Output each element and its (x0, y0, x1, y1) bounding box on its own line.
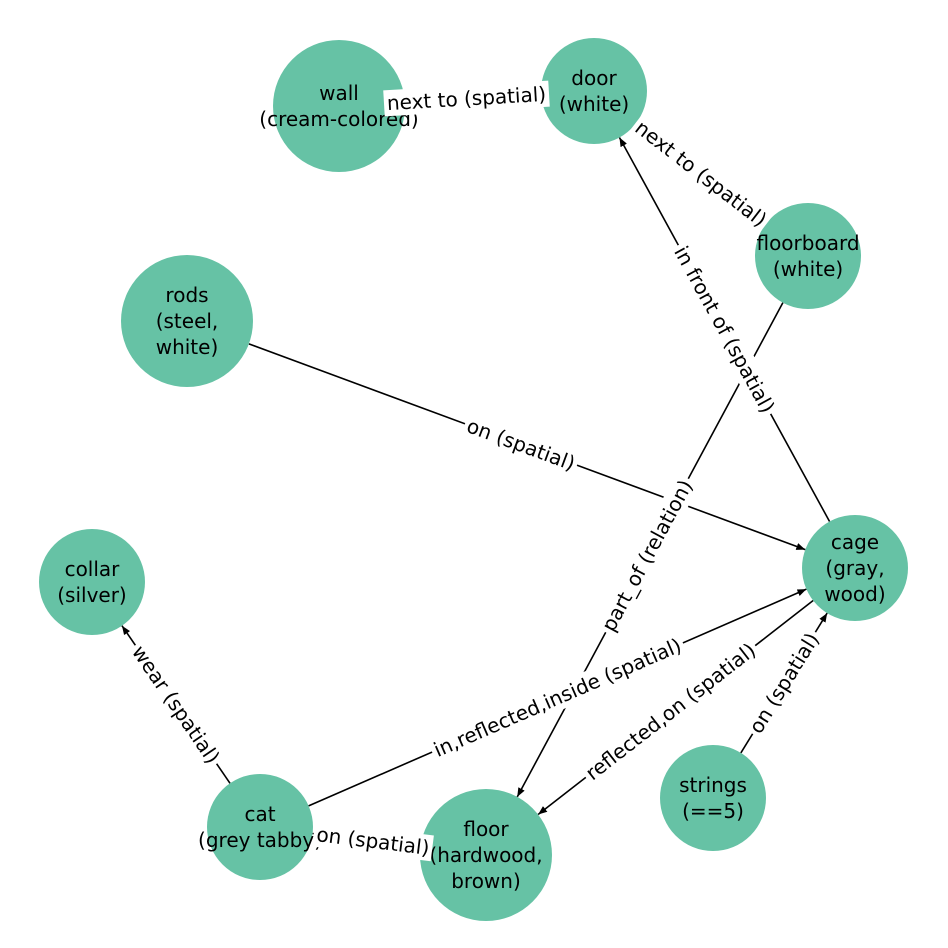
edge-label-cat-floor: on (spatial) (312, 820, 434, 862)
node-label-strings: strings (679, 773, 747, 797)
edge-label-background (627, 112, 775, 235)
node-label-rods: (steel, (156, 309, 219, 333)
edge-label-background (741, 625, 827, 741)
edge-label-floorboard-floor: part_of (relation) (594, 472, 700, 639)
node-circle-rods (121, 255, 253, 387)
node-wall: wall(cream-colored) (259, 40, 419, 172)
edge-label-rods-cage: on (spatial) (460, 411, 582, 478)
node-label-cage: cage (831, 530, 879, 554)
edge-label-door-floorboard: next to (spatial) (627, 112, 775, 235)
edge-label-text: on (spatial) (464, 414, 579, 476)
node-label-cat: cat (244, 802, 275, 826)
node-cat: cat(grey tabby) (198, 774, 322, 880)
node-label-cat: (grey tabby) (198, 828, 322, 852)
node-label-strings: (==5) (682, 799, 744, 823)
nodes-layer: wall(cream-colored)door(white)floorboard… (39, 38, 908, 921)
node-label-rods: white) (156, 335, 219, 359)
edge-label-text: next to (spatial) (386, 82, 546, 115)
node-label-door: door (571, 66, 617, 90)
node-strings: strings(==5) (660, 745, 766, 851)
node-circle-cat (207, 774, 313, 880)
node-label-rods: rods (165, 283, 208, 307)
edge-label-background (124, 637, 228, 772)
node-circle-floorboard (755, 203, 861, 309)
node-label-floor: brown) (451, 869, 521, 893)
edge-label-wall-door: next to (spatial) (383, 80, 550, 117)
node-circle-door (541, 38, 647, 144)
node-door: door(white) (541, 38, 647, 144)
edge-label-text: part_of (relation) (597, 476, 698, 636)
edge-label-background (577, 635, 764, 788)
edge-labels-layer: next to (spatial)next to (spatial)in fro… (124, 80, 827, 862)
node-rods: rods(steel,white) (121, 255, 253, 387)
node-floorboard: floorboard(white) (755, 203, 861, 309)
node-label-floorboard: (white) (773, 257, 843, 281)
node-label-collar: collar (65, 557, 121, 581)
node-label-cage: (gray, (825, 556, 884, 580)
edge-label-background (426, 630, 689, 765)
node-label-collar: (silver) (57, 583, 127, 607)
node-label-cage: wood) (824, 582, 885, 606)
node-circle-floor (420, 789, 552, 921)
node-circle-strings (660, 745, 766, 851)
edge-label-background (383, 80, 550, 117)
edge-label-strings-cage: on (spatial) (741, 625, 827, 741)
node-label-floor: (hardwood, (429, 843, 542, 867)
edge-label-cat-collar: wear (spatial) (124, 637, 228, 772)
edge-label-background (312, 820, 434, 862)
edge-label-text: wear (spatial) (127, 641, 225, 768)
edge-label-text: next to (spatial) (631, 115, 772, 231)
node-circle-cage (802, 515, 908, 621)
node-floor: floor(hardwood,brown) (420, 789, 552, 921)
node-label-wall: wall (319, 81, 359, 105)
node-collar: collar(silver) (39, 529, 145, 635)
edge-label-background (666, 238, 783, 421)
node-cage: cage(gray,wood) (802, 515, 908, 621)
edge-label-background (460, 411, 582, 478)
node-label-door: (white) (559, 92, 629, 116)
node-label-floor: floor (463, 817, 509, 841)
edge-label-text: on (spatial) (315, 822, 431, 860)
node-circle-collar (39, 529, 145, 635)
node-circle-wall (273, 40, 405, 172)
edge-label-background (594, 472, 700, 639)
node-label-floorboard: floorboard (756, 231, 859, 255)
